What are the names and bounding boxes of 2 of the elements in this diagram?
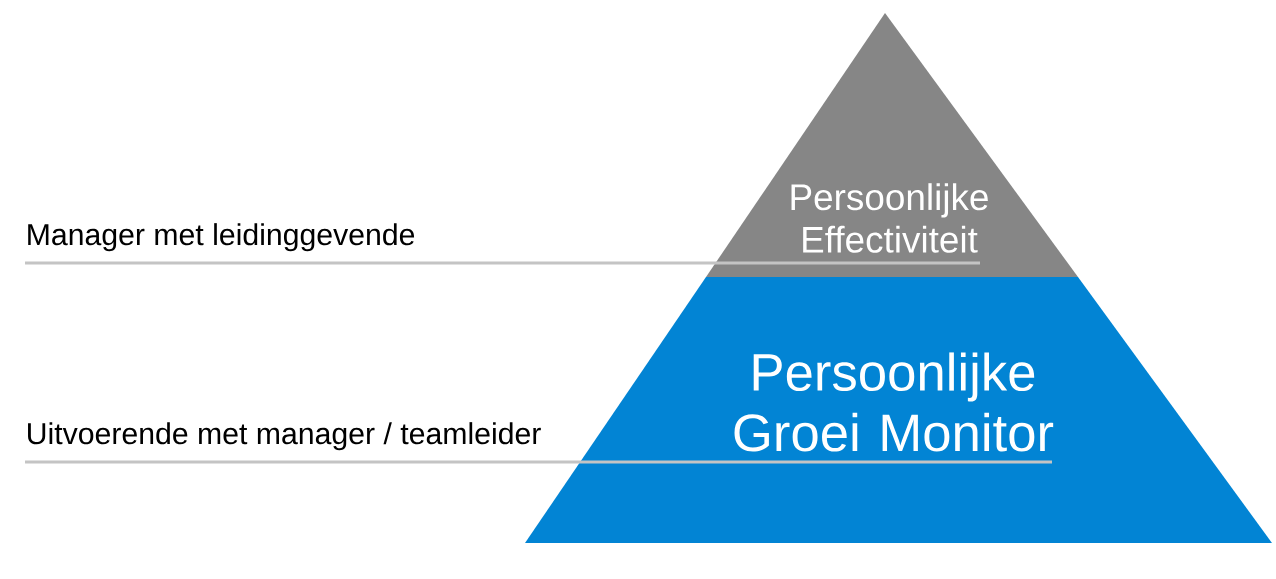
level-label: Manager met leidinggevende [28, 223, 415, 252]
pyramid-top: Persoonlijke Effectiviteit [706, 13, 1078, 277]
